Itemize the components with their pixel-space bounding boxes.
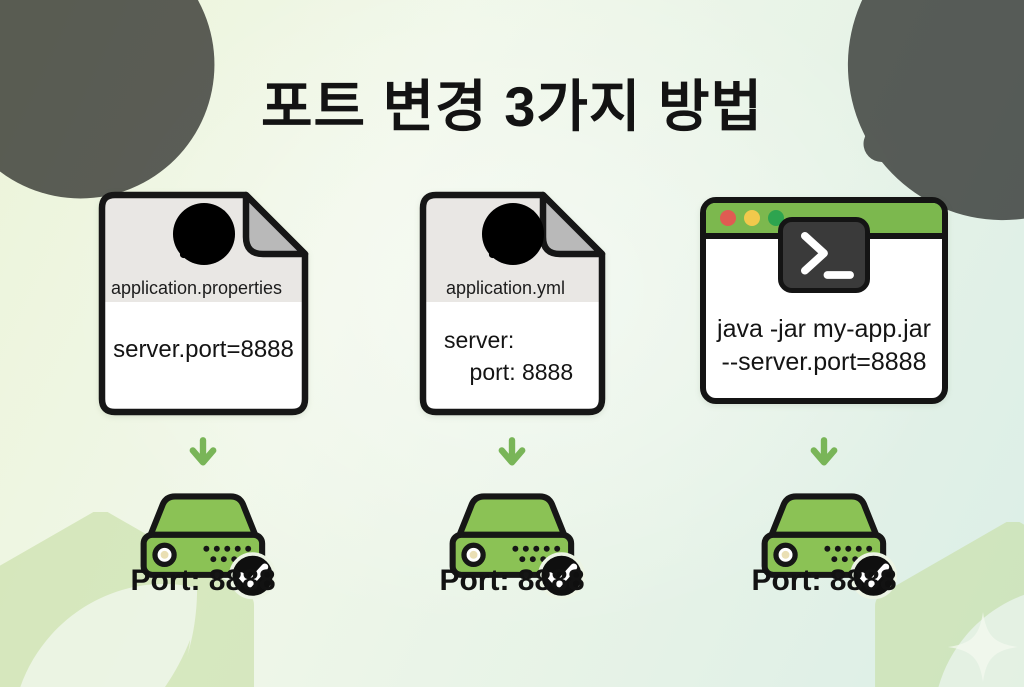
folded-corner	[242, 191, 309, 258]
spring-leaf-icon	[481, 202, 544, 266]
server-box-icon	[140, 493, 277, 600]
server-box-icon	[761, 493, 898, 600]
check-badge-icon	[229, 552, 277, 600]
filename-label: application.properties	[110, 278, 283, 298]
port-label: Port: 8888	[751, 564, 897, 597]
down-arrow-icon	[189, 437, 217, 466]
yml-file-card: application.yml server: port: 8888	[418, 190, 607, 417]
traffic-light-red-icon	[720, 210, 736, 226]
check-badge-icon	[538, 552, 586, 600]
filename-label: application.yml	[445, 278, 566, 298]
command-line: java -jar my-app.jar	[717, 315, 931, 343]
server-box-icon	[449, 493, 586, 600]
folded-corner	[539, 191, 606, 258]
sparkle-icon	[948, 612, 1018, 682]
spring-leaf-icon	[172, 202, 235, 266]
port-label: Port: 8888	[439, 564, 585, 597]
code-text: server: port: 8888	[444, 324, 573, 388]
traffic-light-yellow-icon	[744, 210, 760, 226]
command-text: java -jar my-app.jar --server.port=8888	[706, 313, 942, 379]
terminal-window-card: java -jar my-app.jar --server.port=8888	[700, 197, 948, 404]
command-line: --server.port=8888	[721, 348, 927, 376]
vent-dots	[203, 545, 252, 563]
down-arrow-icon	[810, 437, 838, 466]
page-title: 포트 변경 3가지 방법	[261, 75, 763, 138]
port-label: Port: 8888	[130, 564, 276, 597]
code-text: server.port=8888	[113, 336, 294, 363]
terminal-prompt-icon	[778, 217, 870, 293]
code-line: port: 8888	[444, 359, 574, 385]
properties-file-card: application.properties server.port=8888	[97, 190, 310, 417]
down-arrow-icon	[498, 437, 526, 466]
check-badge-icon	[850, 552, 898, 600]
code-line: server:	[444, 327, 515, 353]
